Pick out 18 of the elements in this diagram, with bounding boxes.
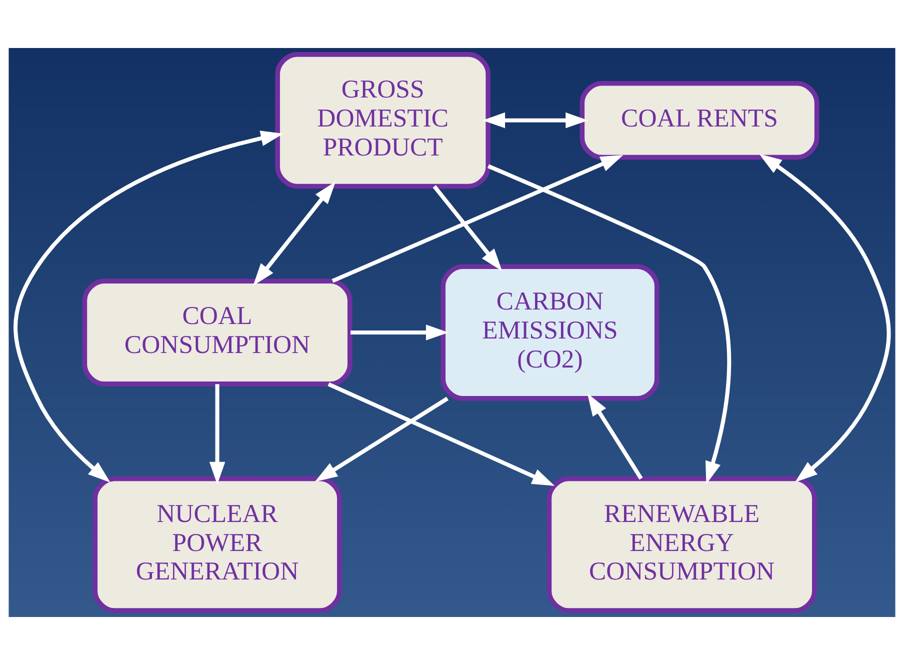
arrow <box>482 112 588 128</box>
arrow <box>332 154 624 283</box>
arrow <box>759 154 891 482</box>
arrow <box>350 324 449 340</box>
node-box: GROSS DOMESTIC PRODUCT <box>275 52 491 189</box>
arrow <box>314 396 449 482</box>
arrow <box>587 393 643 480</box>
node-box: RENEWABLE ENERGY CONSUMPTION <box>546 476 817 613</box>
arrow <box>328 382 555 486</box>
node-box: NUCLEAR POWER GENERATION <box>92 476 342 613</box>
node-box: COAL CONSUMPTION <box>82 278 352 386</box>
arrow <box>487 164 732 484</box>
arrow <box>14 130 284 483</box>
arrow <box>253 182 336 286</box>
arrow <box>209 384 226 484</box>
node-box: COAL RENTS <box>580 80 820 160</box>
node-box: CARBON EMISSIONS (CO2) <box>440 264 660 401</box>
arrow <box>432 185 502 272</box>
